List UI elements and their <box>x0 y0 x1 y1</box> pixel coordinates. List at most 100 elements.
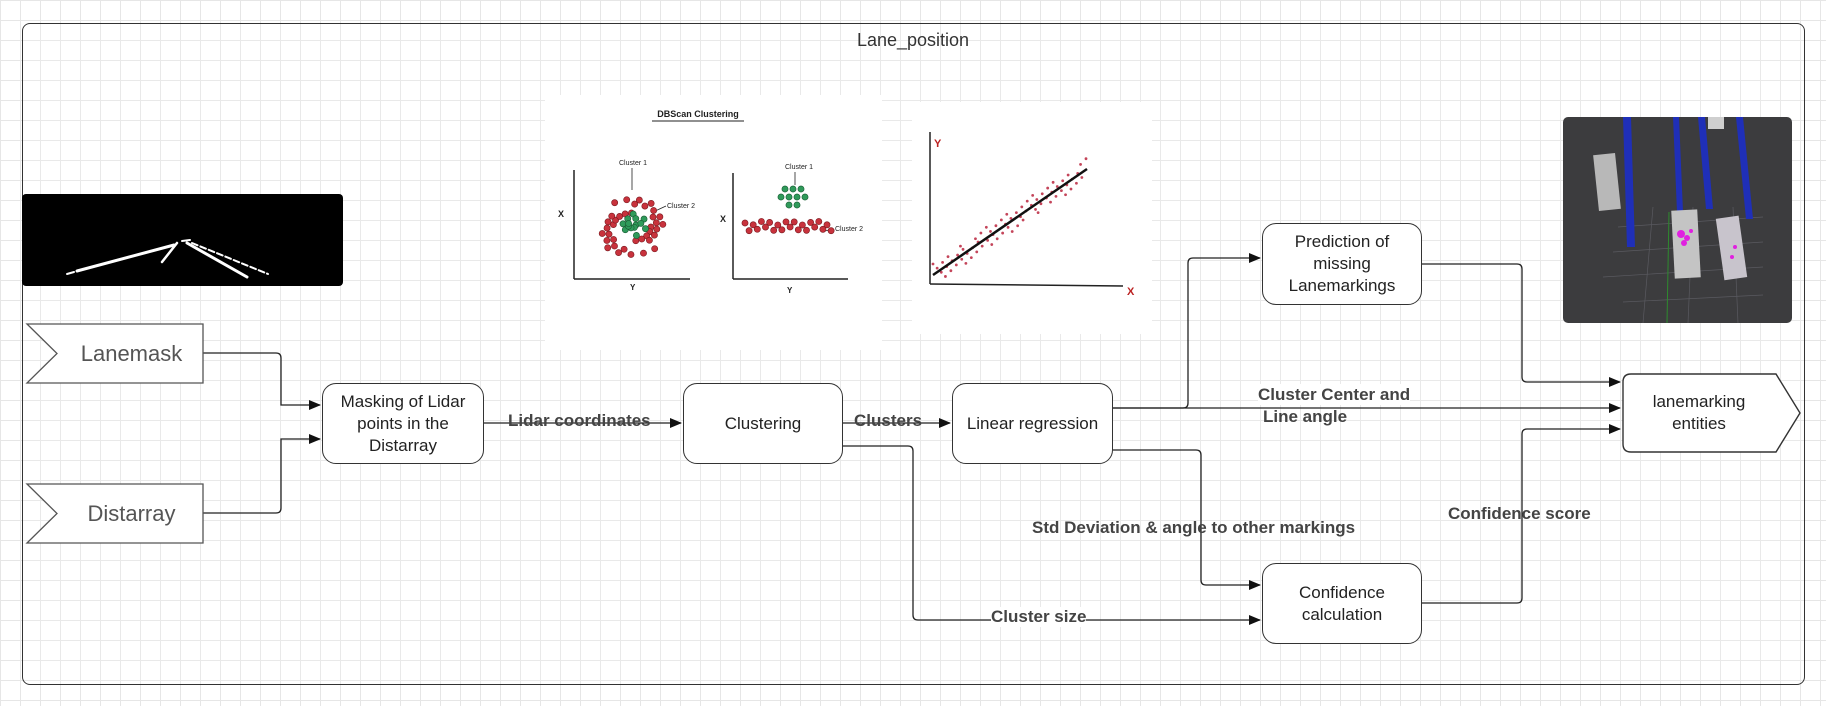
lanemask-label: Lanemask <box>80 340 183 366</box>
distarray-input: Distarray <box>60 484 203 543</box>
regression-point <box>979 231 983 235</box>
cluster2-point <box>647 200 655 207</box>
cluster2-point <box>749 221 757 229</box>
lanemask-input-shape <box>25 323 204 384</box>
cluster2-point <box>608 212 616 220</box>
cluster2-point <box>620 245 628 253</box>
regression-point <box>954 263 958 267</box>
cluster2-point <box>741 219 749 227</box>
regression-y-label: Y <box>934 138 942 150</box>
cluster2-point <box>627 251 635 258</box>
cluster1-point <box>777 193 785 201</box>
cluster2-point <box>770 226 778 234</box>
regression-point <box>1069 187 1073 191</box>
regression-point <box>1035 198 1039 201</box>
cluster1-point <box>632 215 640 223</box>
cluster2-point <box>782 218 790 226</box>
regression-point <box>939 270 943 274</box>
cluster2-point <box>611 242 618 250</box>
cluster2-point <box>745 227 753 235</box>
cluster2-point <box>807 219 814 226</box>
cluster2-point <box>611 199 619 207</box>
confidence-score-label: Confidence score <box>1448 504 1591 523</box>
cluster2-point <box>656 213 664 221</box>
dbscan-clustering-image: DBScan Clustering X Y Cluster 1 Cluster … <box>545 95 882 350</box>
cluster2-point <box>649 213 657 221</box>
regression-point <box>941 261 944 264</box>
cluster2-point <box>603 237 611 244</box>
regression-point <box>1020 205 1024 209</box>
dbscan-left-cluster1-label: Cluster 1 <box>619 160 647 167</box>
clustering-node: Clustering <box>683 383 843 464</box>
line-angle-label: Line angle <box>1263 407 1348 426</box>
cluster2-point <box>640 249 647 257</box>
cluster1-point <box>633 232 640 239</box>
cluster1-point <box>781 185 789 193</box>
regression-point <box>1046 186 1050 190</box>
cluster2-point <box>635 196 643 204</box>
cluster2-point <box>650 207 658 214</box>
cluster2-point <box>623 196 631 204</box>
regression-point <box>1039 202 1043 206</box>
cluster2-point <box>651 245 659 253</box>
regression-point <box>949 269 953 273</box>
edge-lanemask-to-masking <box>203 352 321 410</box>
edge-regression-to-prediction <box>1113 253 1261 409</box>
output-shape <box>1622 373 1801 453</box>
cluster1-point <box>642 225 649 233</box>
regression-point <box>961 247 965 251</box>
regression-x-label: X <box>1127 286 1135 298</box>
dbscan-right-cluster1-label: Cluster 1 <box>785 164 813 171</box>
confidence-node: Confidence calculation <box>1262 563 1422 644</box>
cluster1-point <box>797 185 805 193</box>
edge-confidence-to-output <box>1422 424 1621 604</box>
confidence-label: Confidence calculation <box>1298 582 1385 624</box>
regression-point <box>1075 181 1078 185</box>
regression-point <box>1006 225 1010 229</box>
edge-regression-to-confidence <box>1113 449 1261 590</box>
regression-point <box>1061 179 1065 183</box>
regression-point <box>1055 185 1059 188</box>
cluster1-point <box>785 201 793 209</box>
regression-point <box>1066 173 1070 177</box>
distarray-label: Distarray <box>87 500 176 526</box>
regression-point <box>990 243 994 246</box>
cluster2-point <box>651 231 658 239</box>
prediction-node: Prediction of missing Lanemarkings <box>1262 223 1422 305</box>
cluster2-point <box>646 236 653 244</box>
regression-line <box>932 167 1088 277</box>
cluster2-point <box>790 218 798 226</box>
cluster2-point <box>819 225 827 233</box>
clustering-label: Clustering <box>724 413 802 433</box>
dbscan-left-cluster2-label: Cluster 2 <box>667 203 695 210</box>
linear-regression-label: Linear regression <box>966 413 1099 433</box>
regression-point <box>946 255 950 259</box>
linear-regression-node: Linear regression <box>952 383 1113 464</box>
regression-point <box>964 261 968 265</box>
clusters-label: Clusters <box>854 411 923 430</box>
cluster1-point <box>785 193 793 201</box>
regression-point <box>1079 163 1082 166</box>
cluster2-point <box>815 218 823 225</box>
regression-point <box>1049 200 1052 204</box>
lidar-scene-image <box>1563 117 1792 323</box>
regression-point <box>1080 176 1084 179</box>
regression-point <box>984 225 988 229</box>
regression-point <box>1054 194 1058 198</box>
distarray-input-shape <box>25 483 204 544</box>
cluster2-point <box>604 244 612 252</box>
cluster2-point <box>631 200 639 208</box>
cluster-center-label: Cluster Center and <box>1258 384 1411 405</box>
cluster2-point <box>598 230 606 237</box>
regression-point <box>1016 224 1020 228</box>
regression-x-axis <box>929 283 1124 287</box>
regression-point <box>1014 211 1018 215</box>
regression-point <box>969 256 973 260</box>
cluster2-point <box>774 221 782 229</box>
regression-point <box>1060 189 1063 193</box>
cluster2-point <box>778 226 786 234</box>
regression-point <box>986 239 990 242</box>
edge-distarray-to-masking <box>203 434 321 514</box>
cluster1-point <box>637 220 645 227</box>
dbscan-left-y-label: Y <box>630 283 636 292</box>
